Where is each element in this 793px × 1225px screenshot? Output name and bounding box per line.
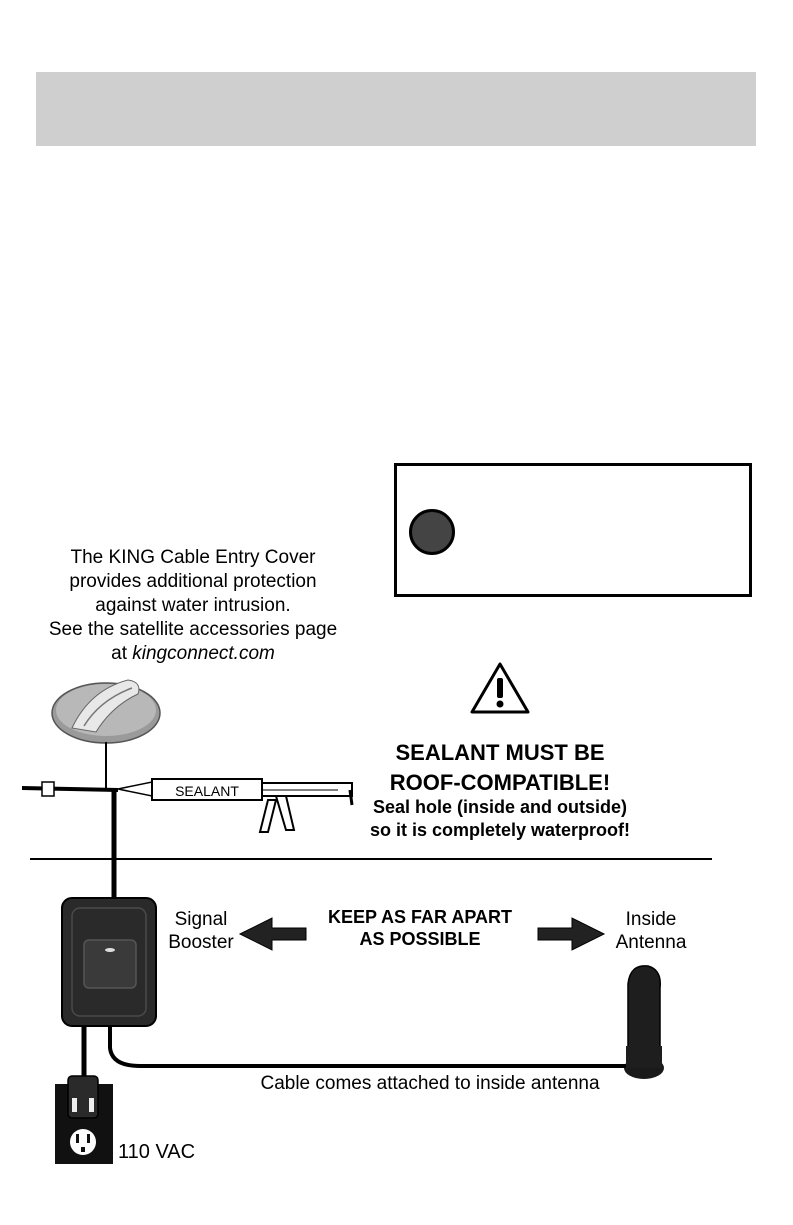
caption-line: against water intrusion.: [95, 595, 291, 616]
caption-line: See the satellite accessories page: [48, 619, 338, 640]
keep-apart-instruction: KEEP AS FAR APART AS POSSIBLE: [300, 906, 540, 950]
cable-segment: [21, 786, 119, 792]
warning-triangle-icon: [470, 662, 530, 714]
signal-booster-device: [61, 897, 157, 1027]
warning-line: so it is completely waterproof!: [369, 820, 631, 840]
signal-booster-label: Signal Booster: [158, 908, 244, 954]
label-line: Signal: [174, 909, 228, 930]
website-link[interactable]: kingconnect.com: [132, 643, 275, 664]
warning-line: SEALANT MUST BE: [395, 740, 605, 765]
cable-label: Cable comes attached to inside antenna: [260, 1073, 600, 1094]
note-box: [394, 463, 752, 597]
caption-line: The KING Cable Entry Cover: [70, 547, 316, 568]
sealant-warning-heading: SEALANT MUST BE ROOF-COMPATIBLE!: [330, 738, 670, 798]
label-line: Inside: [625, 909, 677, 930]
inside-antenna-icon: [624, 965, 664, 1079]
warning-line: Seal hole (inside and outside): [372, 797, 628, 817]
sealant-warning-detail: Seal hole (inside and outside) so it is …: [330, 796, 670, 842]
left-arrow-icon: [238, 917, 307, 951]
caption-prefix: at: [111, 643, 133, 664]
label-line: Antenna: [615, 932, 687, 953]
note-bullet-icon: [409, 509, 455, 555]
sealant-tube-label: SEALANT: [175, 783, 239, 799]
antenna-cable: [108, 1026, 626, 1068]
right-arrow-icon: [537, 917, 606, 951]
warning-line: ROOF-COMPATIBLE!: [389, 770, 611, 795]
header-bar: [36, 72, 756, 146]
power-label: 110 VAC: [118, 1141, 196, 1163]
cable-entry-cover-icon: [51, 679, 161, 744]
inside-antenna-label: Inside Antenna: [604, 908, 698, 954]
caption-line: provides additional protection: [69, 571, 317, 592]
label-line: Booster: [168, 932, 234, 953]
outlet-icon: [55, 1075, 113, 1164]
instruction-line: KEEP AS FAR APART: [327, 907, 513, 927]
cable-clip: [41, 781, 55, 797]
cable-entry-cover-caption: The KING Cable Entry Cover provides addi…: [10, 546, 376, 666]
caulk-gun-icon: [117, 778, 354, 833]
caption-line: at kingconnect.com: [10, 642, 376, 666]
instruction-line: AS POSSIBLE: [359, 929, 481, 949]
